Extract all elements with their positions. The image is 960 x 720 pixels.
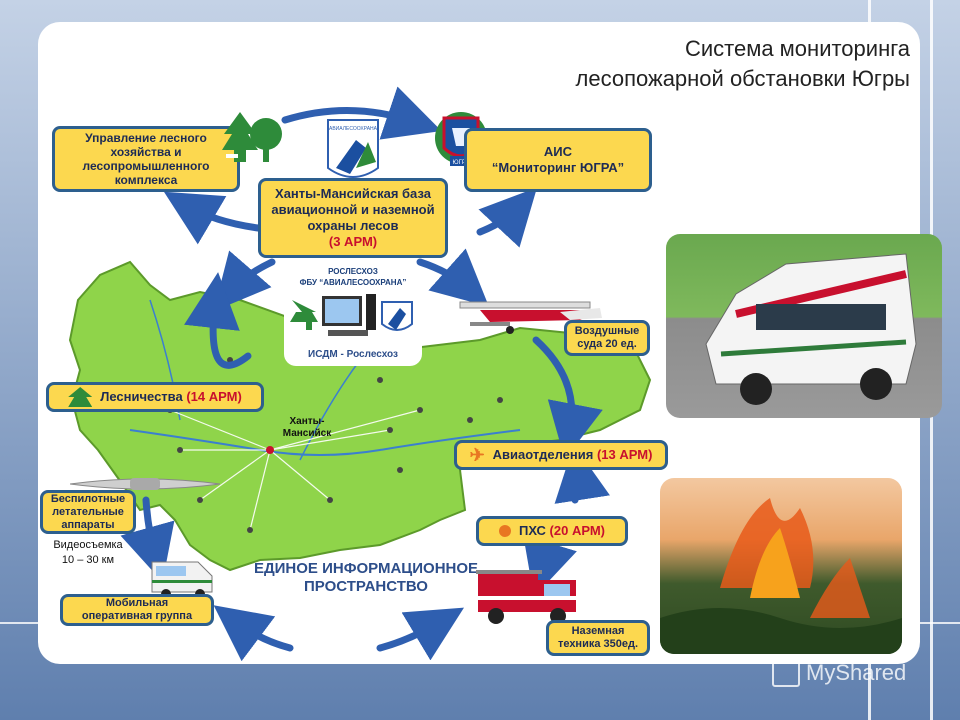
arm-count: (14 АРМ)	[186, 389, 242, 404]
svg-text:ЮГРА: ЮГРА	[453, 160, 470, 166]
title-line-1: Система мониторинга	[684, 36, 910, 61]
aviation-label: Авиаотделения	[492, 447, 594, 462]
watermark: MyShared	[772, 660, 907, 688]
arrow-to-ais	[476, 187, 538, 248]
map-markers	[167, 357, 503, 533]
ais-box: АИС “Мониторинг ЮГРА”	[464, 128, 652, 192]
unified-line: ЕДИНОЕ ИНФОРМАЦИОННОЕ	[253, 560, 479, 577]
arm-count: (20 АРМ)	[549, 523, 605, 538]
mobile-box: Мобильная оперативная группа	[60, 594, 214, 626]
box-line: “Мониторинг ЮГРА”	[491, 160, 625, 175]
box-line: Беспилотные	[50, 492, 126, 505]
arm-count: (13 АРМ)	[596, 447, 653, 462]
box-line: суда 20 ед.	[577, 338, 637, 350]
isdm-label: ИСДМ - Рослесхоз	[308, 349, 398, 360]
arm-count: (3 АРМ)	[328, 234, 378, 249]
video-label: Видеосъемка 10 – 30 км	[40, 538, 136, 568]
arrow-to-forestries	[213, 250, 276, 312]
pkhs-marker-icon	[499, 525, 511, 537]
flow-arrows	[120, 86, 610, 662]
city-line: Мансийск	[282, 428, 332, 439]
box-line: техника 350ед.	[557, 638, 639, 650]
arrow-to-aircraft	[416, 248, 489, 307]
connection-lines	[169, 409, 421, 531]
ground-box: Наземная техника 350ед.	[546, 620, 650, 656]
box-line: Управление лесного	[85, 131, 207, 145]
ambulance-van-icon	[151, 561, 213, 599]
base-box: Ханты-Мансийская база авиационной и назе…	[258, 178, 448, 258]
arrow-pkhs-aviation	[554, 444, 610, 504]
avialesookhrana-logo-icon: АВИАЛЕСООХРАНА	[327, 119, 379, 178]
box-line: АИС	[543, 144, 573, 159]
airplane-icon: ✈	[469, 445, 485, 465]
aircraft-box: Воздушные суда 20 ед.	[564, 320, 650, 356]
river	[299, 359, 361, 461]
box-line: лесопромышленного	[82, 159, 210, 173]
unified-space-label: ЕДИНОЕ ИНФОРМАЦИОННОЕ ПРОСТРАНСТВО	[248, 560, 484, 596]
pkhs-label: ПХС	[519, 523, 546, 538]
city-label: Ханты- Мансийск	[272, 416, 342, 440]
drones-box: Беспилотные летательные аппараты	[40, 490, 136, 534]
airplane-icon	[459, 301, 602, 334]
rosleskhoz-line: ФБУ “АВИАЛЕСООХРАНА”	[299, 278, 407, 287]
box-line: Наземная	[571, 625, 625, 637]
management-box: Управление лесного хозяйства и лесопромы…	[52, 126, 240, 192]
forest-tree-icon	[222, 112, 282, 162]
arrow-drones-mobile	[120, 496, 175, 582]
river	[129, 429, 521, 456]
watermark-logo-icon	[772, 661, 800, 688]
aviation-box: ✈ Авиаотделения (13 АРМ)	[454, 440, 668, 470]
pkhs-box: ПХС (20 АРМ)	[476, 516, 628, 546]
box-line: авиационной и наземной	[271, 202, 435, 217]
arrow-top	[281, 86, 442, 140]
arrow-aircraft-aviation	[532, 336, 603, 460]
watermark-text: MyShared	[806, 660, 907, 685]
box-line: Воздушные	[574, 325, 640, 337]
box-line: охраны лесов	[307, 218, 399, 233]
video-line: 10 – 30 км	[61, 554, 115, 566]
arrow-bottom-left	[213, 605, 294, 662]
arrow-pkhs-ground	[523, 535, 577, 597]
patrol-vehicle-photo	[666, 234, 942, 418]
box-line: хозяйства и	[110, 145, 182, 159]
computer-icon	[290, 294, 413, 336]
fire-truck-icon	[476, 570, 576, 624]
box-line: Ханты-Мансийская база	[275, 186, 431, 201]
forestries-label: Лесничества	[100, 389, 183, 404]
arrow-to-management	[163, 191, 262, 245]
rosleskhoz-line: РОСЛЕСХОЗ	[328, 267, 378, 276]
box-line: комплекса	[114, 173, 178, 187]
box-line: аппараты	[61, 518, 115, 531]
forest-tree-icon	[68, 387, 93, 407]
svg-text:АВИАЛЕСООХРАНА: АВИАЛЕСООХРАНА	[329, 126, 378, 132]
arrow-to-map	[184, 272, 252, 369]
forest-fire-photo	[660, 478, 902, 654]
fire-illustration	[660, 498, 902, 654]
arrow-bottom-right	[376, 607, 465, 661]
box-line: оперативная группа	[81, 610, 193, 622]
box-line: летательные	[52, 505, 124, 518]
rosleskhoz-label: РОСЛЕСХОЗ ФБУ “АВИАЛЕСООХРАНА”	[284, 266, 422, 288]
unified-line: ПРОСТРАНСТВО	[304, 578, 428, 595]
video-line: Видеосъемка	[53, 539, 123, 551]
city-line: Ханты-	[289, 416, 325, 427]
slide-title: Система мониторинга лесопожарной обстано…	[576, 34, 910, 94]
title-line-2: лесопожарной обстановки Югры	[575, 66, 910, 91]
drone-icon	[70, 478, 220, 490]
patrol-van-illustration	[705, 253, 917, 405]
forestries-box: Лесничества (14 АРМ)	[46, 382, 264, 412]
box-line: Мобильная	[105, 597, 169, 609]
